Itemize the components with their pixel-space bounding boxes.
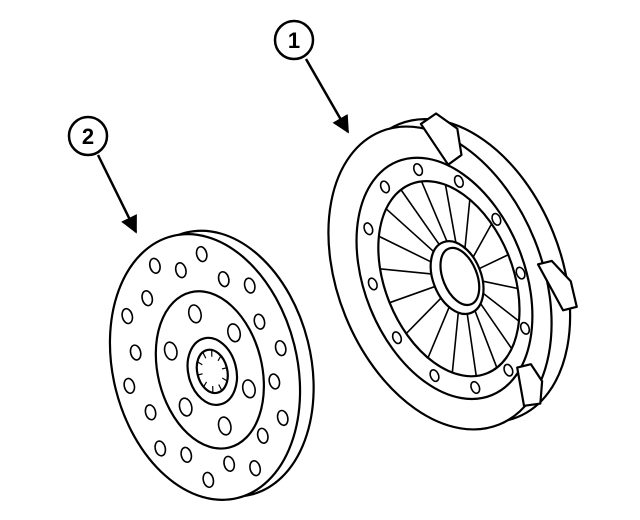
disc-rivet [174,262,187,279]
disc-rivet [253,313,266,330]
hub-spline [203,381,208,388]
pressure-plate-rivet [453,174,465,189]
callout-2: 2 [67,115,138,234]
diaphragm-finger [444,184,457,243]
diaphragm-finger [420,181,448,242]
diaphragm-finger [400,189,440,245]
pressure-plate-lug-bottom [516,363,544,407]
hub-splines [197,349,228,393]
hub-spline [211,349,213,357]
pressure-plate-rivet [491,212,502,226]
pressure-plate [327,112,578,431]
callout-2-label: 2 [82,124,94,149]
pressure-plate-rivet [470,380,481,395]
pressure-plate-rivet [515,266,526,280]
pressure-plate-lug-right [536,259,578,312]
clutch-disc [108,229,315,501]
pressure-plate-rivet [503,363,514,377]
hub-spline [221,377,228,382]
diaphragm-finger [451,312,460,373]
callout-2-leader [96,154,138,234]
pressure-plate-lug-top [419,112,463,166]
disc-rivet [243,277,256,294]
disc-rivet [195,245,208,263]
disc-rivet [268,373,281,390]
diaphragm-fingers [378,181,520,377]
damper-spring [163,341,178,361]
diaphragm-finger [427,306,450,359]
diaphragm-finger [405,297,442,335]
pressure-plate-center-bore-inner [439,246,481,307]
pressure-plate-rivet [391,331,403,345]
disc-rivet [217,270,230,288]
pressure-plate-rivets [363,163,531,395]
clutch-disc-rivets [121,245,289,489]
hub-spline [197,361,203,366]
damper-spring [241,379,256,399]
damper-springs [163,304,256,436]
pressure-plate-rivet [412,163,424,177]
hub-spline [218,384,223,391]
damper-spring [227,323,242,343]
disc-rivet [154,440,167,457]
disc-rivet [256,427,269,444]
diaphragm-finger [378,235,432,263]
disc-rivet [144,404,157,421]
diaphragm-finger [464,199,471,249]
diaphragm-finger [466,313,478,377]
pressure-plate-rivet [379,180,391,194]
hub-spline [221,367,227,370]
disc-rivet [202,471,215,489]
pressure-plate-rivet [429,369,440,383]
callout-1: 1 [273,19,350,134]
hub-spline [217,355,222,362]
pressure-plate-rivet [519,321,531,335]
callout-1-leader [304,58,350,134]
disc-rivet [123,377,136,395]
disc-rivet [249,460,262,477]
hub-spline [202,351,207,359]
damper-spring [217,416,232,436]
diaphragm-finger [472,223,493,258]
disc-rivet [129,344,142,361]
callout-1-circle [273,19,315,61]
disc-rivet [148,257,161,274]
pressure-plate-rivet [367,277,378,291]
disc-rivet [274,339,287,357]
hub-spline [197,373,203,376]
pressure-plate-rivet [363,222,374,236]
diaphragm-finger [474,310,498,368]
disc-rivet [223,455,236,472]
diaphragm-finger [380,268,432,275]
hub-spline [212,385,214,393]
disc-rivet [141,290,154,307]
diaphragm-finger [389,285,436,304]
disc-rivet [121,307,134,325]
diaphragm-finger [479,303,513,350]
diaphragm-finger [478,254,509,270]
diaphragm-finger [482,280,518,290]
diaphragm-finger [385,208,435,253]
disc-rivet [180,446,193,464]
diaphragm-finger [482,292,520,322]
callout-2-circle [67,115,109,157]
callout-1-label: 1 [288,28,300,53]
damper-spring [187,304,202,324]
damper-spring [178,397,193,417]
disc-rivet [276,409,289,427]
